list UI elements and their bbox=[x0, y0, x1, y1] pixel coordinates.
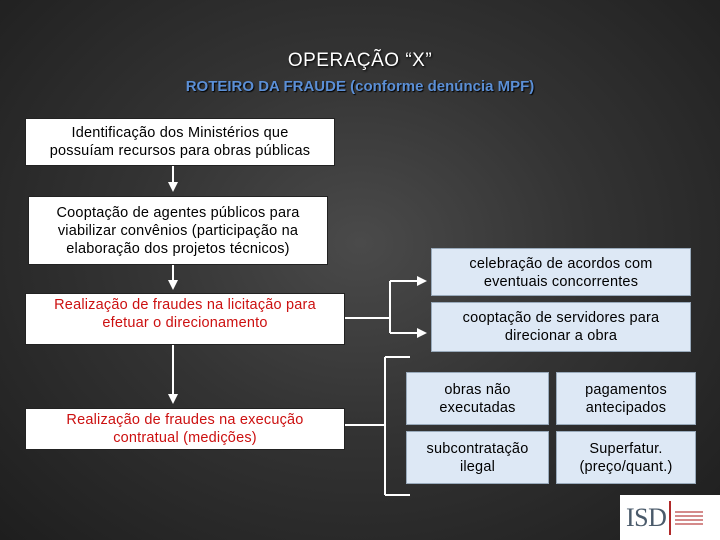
logo-tagline-lines bbox=[675, 510, 704, 525]
slide-title: OPERAÇÃO “X” bbox=[287, 50, 433, 71]
isd-logo: ISD bbox=[620, 495, 720, 540]
logo-text: ISD bbox=[626, 502, 667, 532]
logo-divider bbox=[669, 500, 672, 535]
slide-subtitle: ROTEIRO DA FRAUDE (conforme denúncia MPF… bbox=[185, 78, 535, 95]
branch-superfaturamento: Superfatur.(preço/quant.) bbox=[556, 431, 696, 484]
